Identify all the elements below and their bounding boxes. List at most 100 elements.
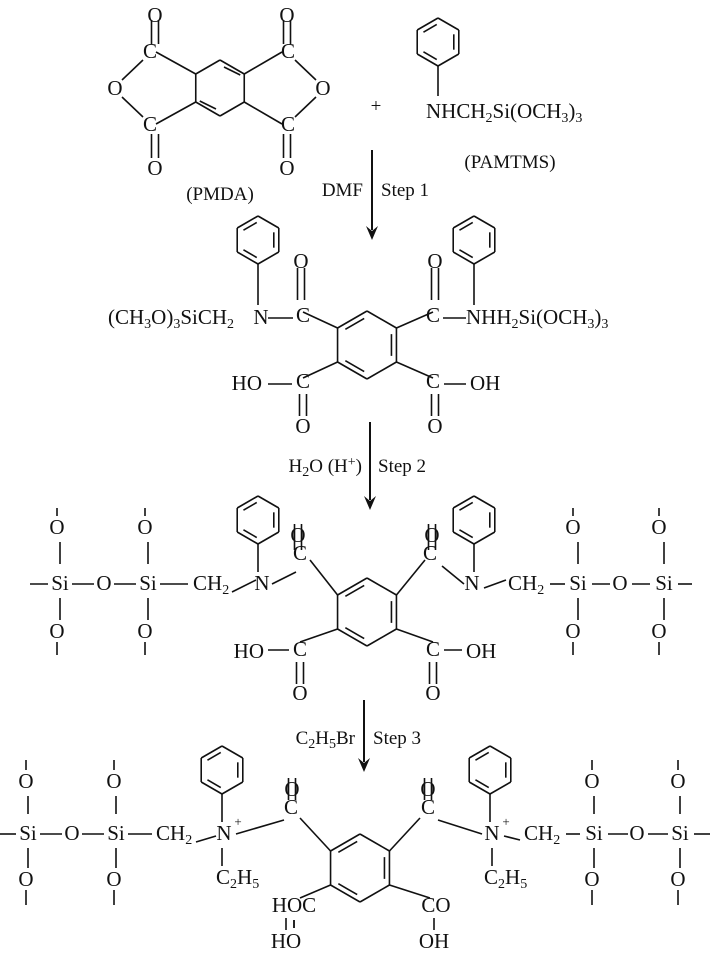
oxygen-label: O — [64, 821, 79, 845]
aromatic-inner-bond — [423, 23, 438, 33]
ring-bond — [366, 577, 397, 596]
phenyl-ring-bond — [473, 215, 496, 229]
carbon-label: C — [143, 112, 157, 136]
oxygen-label: O — [49, 515, 64, 539]
oxygen-label: O — [584, 867, 599, 891]
oxygen-label: O — [612, 571, 627, 595]
phenyl-ring-bond — [489, 745, 512, 759]
bond — [243, 51, 283, 75]
ring-bond — [330, 884, 361, 903]
bond — [235, 819, 285, 835]
pmda-core-bond — [219, 101, 245, 117]
aromatic-inner-bond — [344, 584, 365, 597]
hydroxyl-label: OH — [470, 371, 500, 395]
aromatic-inner-bond — [207, 779, 222, 789]
nitrogen-label: N — [484, 821, 499, 845]
oxygen-label: O — [584, 769, 599, 793]
nitrogen-label: N — [253, 305, 268, 329]
carbon-label: C — [426, 303, 440, 327]
silane-group: NHH2Si(OCH3)3 — [466, 305, 608, 332]
phenyl-ring-bond — [257, 215, 280, 229]
step3-conditions: C2H5Br — [296, 728, 356, 752]
phenyl-ring-bond — [437, 53, 460, 67]
oxygen-label: O — [106, 867, 121, 891]
ring-bond — [337, 628, 368, 647]
carbon-label: C — [143, 39, 157, 63]
silicon-label: Si — [51, 571, 69, 595]
oxygen-label: O — [18, 769, 33, 793]
ethyl-label: C2H5 — [484, 865, 527, 892]
plus-sign: + — [371, 96, 382, 117]
aromatic-inner-bond — [475, 779, 490, 789]
aromatic-inner-bond — [243, 221, 258, 231]
nitrogen-label: N — [464, 571, 479, 595]
oxygen-label: O — [292, 681, 307, 705]
bond — [271, 571, 297, 585]
carbon-label: C — [426, 637, 440, 661]
carbon-label: C — [296, 369, 310, 393]
phenyl-ring-bond — [236, 495, 259, 509]
aromatic-inner-bond — [344, 360, 365, 373]
hydroxyl-label: OH — [466, 639, 496, 663]
oxygen-label: O — [147, 156, 162, 180]
bond — [396, 361, 434, 379]
phenyl-ring-bond — [416, 53, 439, 67]
phenyl-ring-bond — [257, 251, 280, 265]
aromatic-inner-bond — [337, 883, 358, 896]
aromatic-inner-bond — [207, 751, 222, 761]
oxygen-label: O — [565, 515, 580, 539]
arrow-head — [364, 496, 376, 510]
phenyl-ring-bond — [468, 745, 491, 759]
ring-bond — [337, 310, 368, 329]
methylene-label: CH2 — [508, 571, 544, 598]
bond — [155, 101, 197, 125]
aromatic-inner-bond — [243, 249, 258, 259]
positive-charge: + — [502, 814, 509, 829]
bond — [155, 51, 197, 75]
ring-bond — [337, 361, 368, 380]
oxygen-label: O — [651, 619, 666, 643]
oxygen-label: O — [425, 681, 440, 705]
carbon-label: C — [293, 637, 307, 661]
ethyl-label: C2H5 — [216, 865, 259, 892]
pamtms-label: (PAMTMS) — [464, 152, 555, 173]
carbon-label: C — [296, 303, 310, 327]
bond — [243, 101, 283, 125]
phenyl-ring-bond — [257, 495, 280, 509]
bond — [396, 628, 434, 643]
oxygen-label: O — [107, 76, 122, 100]
aromatic-inner-bond — [344, 317, 365, 330]
oxygen-label: O — [137, 515, 152, 539]
carbon-label: C — [281, 39, 295, 63]
carbon-label: C — [426, 369, 440, 393]
bond — [302, 311, 338, 329]
ring-bond — [366, 628, 397, 647]
silicon-label: Si — [671, 821, 689, 845]
oxygen-label: O — [96, 571, 111, 595]
step3-label: Step 3 — [373, 728, 421, 749]
silicon-label: Si — [569, 571, 587, 595]
oxygen-label: O — [293, 249, 308, 273]
carboxyl-label: CO — [421, 893, 450, 917]
silicon-label: Si — [655, 571, 673, 595]
phenyl-ring-bond — [236, 251, 259, 265]
step1-label: Step 1 — [381, 180, 429, 201]
oxygen-label: O — [427, 249, 442, 273]
bond — [437, 819, 483, 835]
step2-conditions: H2O (H+) — [289, 455, 363, 480]
phenyl-ring-bond — [200, 781, 223, 795]
bond — [121, 59, 144, 81]
oxygen-label: O — [315, 76, 330, 100]
ring-bond — [330, 833, 361, 852]
oxygen-label: O — [420, 777, 435, 801]
oxygen-label: O — [295, 414, 310, 438]
bond — [299, 884, 331, 899]
bond — [299, 628, 338, 643]
oxygen-label: O — [424, 523, 439, 547]
phenyl-ring-bond — [437, 17, 460, 31]
phenyl-ring-bond — [473, 531, 496, 545]
ring-bond — [366, 361, 397, 380]
bond — [309, 559, 339, 596]
pmda-core-bond — [195, 101, 221, 117]
phenyl-ring-bond — [221, 745, 244, 759]
